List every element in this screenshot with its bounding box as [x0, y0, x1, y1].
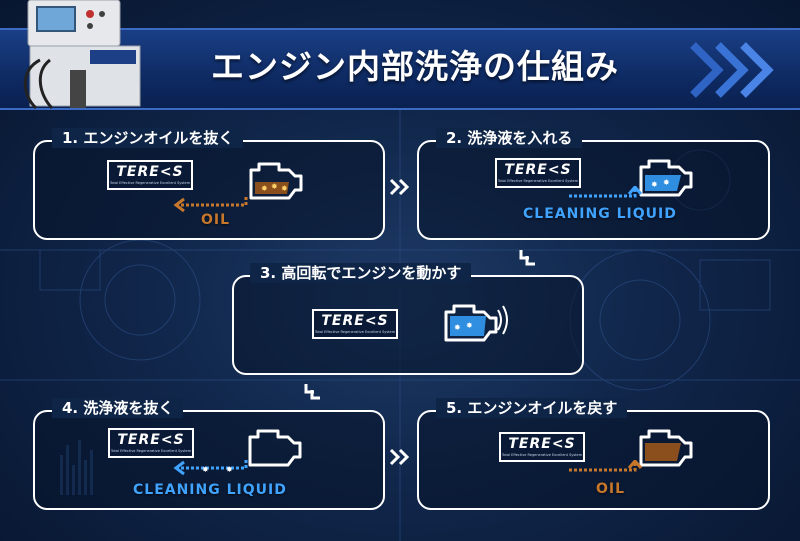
step-2-card: [417, 140, 770, 240]
oil-label: OIL: [201, 212, 231, 228]
step-3-label: 3. 高回転でエンジンを動かす: [250, 263, 472, 283]
svg-text:✸: ✸: [663, 178, 670, 187]
oil-label: OIL: [596, 481, 626, 497]
svg-text:✸: ✸: [271, 182, 278, 191]
svg-text:✸: ✸: [202, 465, 209, 474]
terexs-logo: TERE<S Total Effective Regenerative Exce…: [108, 428, 194, 458]
liquid-flow-arrow-icon: ✸ ✸: [173, 460, 248, 476]
terexs-logo: TERE<S Total Effective Regenerative Exce…: [495, 158, 581, 188]
engine-running-icon: ✸ ✸: [444, 304, 508, 342]
engine-dirty-oil-icon: ✸ ✸ ✸: [249, 162, 303, 200]
step-3-card: [232, 275, 584, 375]
step-5-card: [417, 410, 770, 510]
cleaning-liquid-label: CLEANING LIQUID: [133, 482, 287, 498]
liquid-flow-arrow-icon: [569, 186, 643, 198]
engine-clean-oil-icon: [639, 429, 693, 467]
svg-text:✸: ✸: [226, 465, 233, 474]
double-chevron-down-left-icon: [304, 384, 320, 400]
page-title: エンジン内部洗浄の仕組み: [211, 47, 619, 86]
engine-empty-icon: [248, 429, 302, 467]
svg-text:✸: ✸: [281, 184, 288, 193]
double-chevron-right-icon: [389, 448, 410, 466]
svg-text:✸: ✸: [261, 184, 268, 193]
oil-flow-arrow-icon: [569, 460, 643, 472]
svg-text:✸: ✸: [466, 321, 473, 330]
step-5-label: 5. エンジンオイルを戻す: [436, 398, 628, 418]
step-1-label: 1. エンジンオイルを抜く: [52, 128, 244, 148]
terexs-logo: TERE<S Total Effective Regenerative Exce…: [499, 432, 585, 462]
terexs-logo: TERE<S Total Effective Regenerative Exce…: [107, 160, 193, 190]
oil-flow-arrow-icon: [173, 197, 248, 213]
step-2-label: 2. 洗浄液を入れる: [436, 128, 583, 148]
step-4-label: 4. 洗浄液を抜く: [52, 398, 184, 418]
step-4-card: [33, 410, 385, 510]
svg-text:✸: ✸: [651, 180, 658, 189]
svg-text:✸: ✸: [454, 323, 461, 332]
step-1-card: [33, 140, 385, 240]
double-chevron-right-icon: [389, 178, 410, 196]
terexs-machine-image: [23, 0, 141, 110]
engine-cleaning-liquid-icon: ✸ ✸: [639, 159, 693, 197]
terexs-logo: TERE<S Total Effective Regenerative Exce…: [312, 309, 398, 339]
chevron-right-icon: [690, 42, 774, 98]
cleaning-liquid-label: CLEANING LIQUID: [523, 206, 677, 222]
double-chevron-down-left-icon: [519, 250, 535, 266]
